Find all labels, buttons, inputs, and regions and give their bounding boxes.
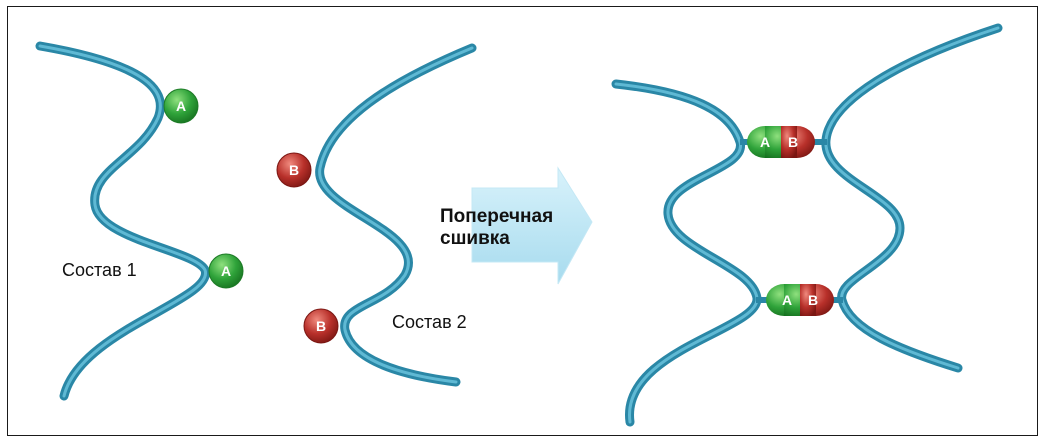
svg-text:A: A bbox=[221, 263, 231, 279]
bead-b-upper: B bbox=[276, 152, 312, 188]
strand-composition-1 bbox=[35, 41, 210, 401]
svg-text:B: B bbox=[788, 134, 798, 150]
bead-b-lower: B bbox=[303, 308, 339, 344]
strand-crosslinked-left bbox=[611, 79, 762, 427]
arrow-label: Поперечная сшивка bbox=[440, 206, 553, 250]
svg-text:B: B bbox=[808, 292, 818, 308]
crosslink-bonds bbox=[740, 139, 843, 303]
crosslink-ab-upper: A B bbox=[747, 126, 815, 158]
svg-text:A: A bbox=[176, 98, 186, 114]
svg-text:A: A bbox=[760, 134, 770, 150]
label-composition-2: Состав 2 bbox=[392, 312, 467, 332]
bead-a-upper: A bbox=[163, 88, 199, 124]
crosslinking-arrow bbox=[471, 166, 593, 285]
arrow-label-line-2: сшивка bbox=[440, 228, 510, 249]
arrow-label-line-1: Поперечная bbox=[440, 206, 554, 227]
strand-composition-2 bbox=[315, 43, 477, 387]
bead-a-lower: A bbox=[208, 253, 244, 289]
crosslink-ab-lower: A B bbox=[766, 284, 834, 316]
strand-crosslinked-right bbox=[821, 23, 1003, 373]
label-composition-1: Состав 1 bbox=[62, 260, 137, 280]
svg-text:B: B bbox=[316, 318, 326, 334]
svg-text:B: B bbox=[289, 162, 299, 178]
svg-text:A: A bbox=[782, 292, 792, 308]
